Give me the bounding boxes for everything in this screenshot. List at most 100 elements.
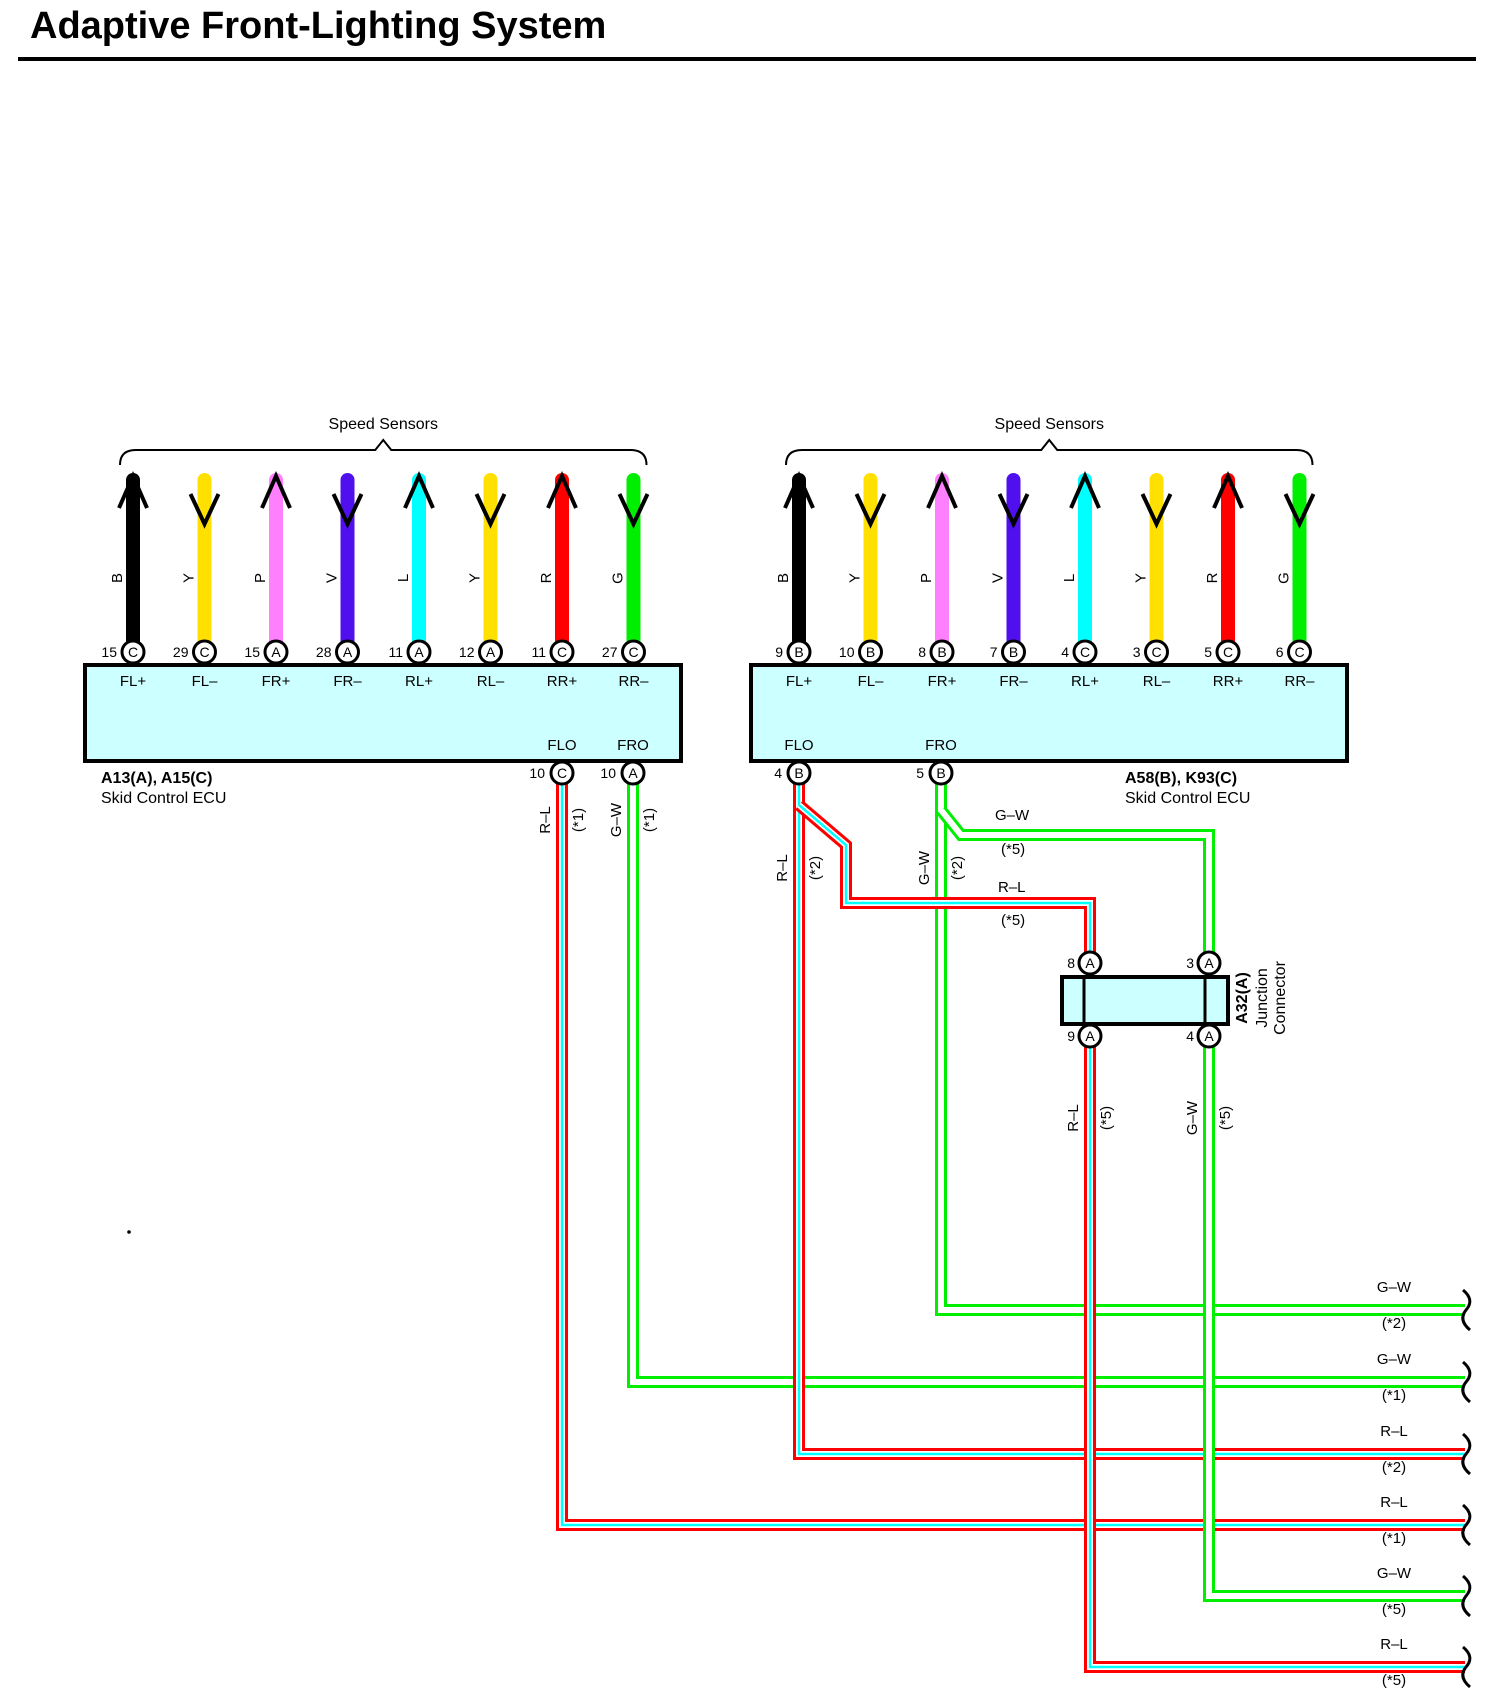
right-arrow-up-0: [783, 471, 815, 509]
left-out-pin-0: 10: [529, 765, 545, 781]
left-wire-color-5: Y: [467, 573, 484, 583]
right-terminal-4-letter: C: [1080, 644, 1090, 660]
wire-right-fro: [935, 773, 1465, 1316]
right-out-terminal-0: [786, 760, 812, 786]
right-pin-6: 5: [1204, 644, 1212, 660]
right-arrow-down-3: [997, 493, 1030, 529]
left-arrow-up-4: [403, 471, 435, 509]
right-terminal-5: [1144, 639, 1169, 665]
junction-out-note-1: (*5): [1217, 1106, 1234, 1130]
junction-bottom-terminal-1: [1196, 1023, 1222, 1049]
junction-bottom-pin-0: 9: [1067, 1028, 1075, 1044]
title-rule: [18, 57, 1476, 61]
right-pin-5: 3: [1133, 644, 1141, 660]
branch-rl-note: (*5): [1001, 912, 1025, 929]
exit-wire-0: G–W: [1377, 1279, 1412, 1296]
stray-dot: [127, 1230, 131, 1234]
exit-note-5: (*5): [1382, 1672, 1406, 1689]
left-terminal-5: [478, 639, 503, 665]
right-pin-4: 4: [1061, 644, 1069, 660]
right-group-label: Speed Sensors: [995, 416, 1104, 433]
junction-out-wire-1: G–W: [1184, 1100, 1201, 1135]
left-wire-color-4: L: [395, 574, 412, 582]
left-wire-color-1: Y: [181, 573, 198, 583]
exit-note-3: (*1): [1382, 1530, 1406, 1547]
left-arrow-up-2: [260, 471, 292, 509]
right-terminal-2-letter: B: [937, 644, 946, 660]
right-arrow-down-5: [1140, 493, 1173, 529]
exit-note-1: (*1): [1382, 1387, 1406, 1404]
right-out-note-1: (*2): [949, 856, 966, 880]
right-ecu-desc: Skid Control ECU: [1125, 790, 1250, 807]
left-out-label-0: FLO: [547, 737, 576, 754]
right-terminal-5-letter: C: [1151, 644, 1161, 660]
right-pin-7: 6: [1276, 644, 1284, 660]
wire-left-fro: [627, 773, 1465, 1388]
left-terminal-4-letter: A: [414, 644, 424, 660]
harness-wires: [556, 773, 1465, 1673]
exit-wire-5: R–L: [1380, 1636, 1408, 1653]
left-terminal-label-2: FR+: [262, 673, 291, 690]
left-ecu-name: A13(A), A15(C): [101, 770, 212, 787]
exit-note-4: (*5): [1382, 1601, 1406, 1618]
left-terminal-0-letter: C: [128, 644, 138, 660]
left-terminal-2: [263, 639, 289, 665]
left-brace: [119, 438, 648, 466]
exit-note-2: (*2): [1382, 1459, 1406, 1476]
left-terminal-label-5: RL–: [477, 673, 505, 690]
right-terminal-0: [786, 639, 812, 665]
junction-out-note-0: (*5): [1098, 1106, 1115, 1130]
right-terminal-3: [1001, 639, 1026, 665]
left-terminal-label-7: RR–: [618, 673, 649, 690]
right-wire-color-2: P: [918, 573, 935, 583]
right-terminal-label-7: RR–: [1284, 673, 1315, 690]
exit-break-3: [1461, 1503, 1472, 1547]
left-wire-color-0: B: [109, 573, 126, 583]
left-terminal-6-letter: C: [557, 644, 567, 660]
junction-desc2: Connector: [1272, 960, 1289, 1034]
junction-top-terminal-0-letter: A: [1085, 955, 1095, 971]
right-terminal-label-0: FL+: [786, 673, 813, 690]
right-out-wire-0: R–L: [774, 854, 791, 882]
exit-wire-3: R–L: [1380, 1494, 1408, 1511]
left-pin-3: 28: [316, 644, 332, 660]
branch-gw-note: (*5): [1001, 841, 1025, 858]
left-terminal-1: [192, 639, 217, 665]
junction-top-terminal-0: [1077, 950, 1103, 976]
wire-left-fro-outer: [627, 773, 1465, 1388]
right-pin-2: 8: [918, 644, 926, 660]
wire-right-flo-gap: [796, 773, 1465, 1457]
left-terminal-label-0: FL+: [120, 673, 147, 690]
junction-out-wire-0: R–L: [1065, 1104, 1082, 1132]
left-pin-5: 12: [459, 644, 475, 660]
left-terminal-label-1: FL–: [192, 673, 219, 690]
right-wire-color-3: V: [990, 573, 1007, 583]
left-out-terminal-1: [620, 760, 646, 786]
left-terminal-5-letter: A: [486, 644, 496, 660]
left-terminal-3-letter: A: [343, 644, 353, 660]
left-out-note-0: (*1): [570, 808, 587, 832]
wire-left-fro-gap: [630, 773, 1465, 1385]
junction-bottom-terminal-1-letter: A: [1204, 1028, 1214, 1044]
right-ecu-name: A58(B), K93(C): [1125, 770, 1237, 787]
wire-junction-gw: [1203, 1040, 1465, 1602]
branch-rl-wire: R–L: [998, 879, 1026, 896]
wire-junction-gw-outer: [1203, 1040, 1465, 1602]
right-arrow-up-4: [1069, 471, 1101, 509]
right-arrow-up-2: [926, 471, 958, 509]
left-pin-7: 27: [602, 644, 618, 660]
right-wire-color-1: Y: [847, 573, 864, 583]
right-out-label-1: FRO: [925, 737, 957, 754]
left-wire-color-6: R: [538, 572, 555, 583]
exit-break-0: [1461, 1288, 1472, 1332]
left-pin-1: 29: [173, 644, 189, 660]
right-out-terminal-1-letter: B: [936, 765, 945, 781]
wire-right-fro-stripe: [939, 773, 1465, 1312]
right-brace: [785, 438, 1314, 466]
junction-bottom-terminal-0: [1077, 1023, 1103, 1049]
right-terminal-2: [929, 639, 955, 665]
left-terminal-7-letter: C: [628, 644, 638, 660]
left-ecu-box: [83, 663, 683, 763]
junction-bottom-pin-1: 4: [1186, 1028, 1194, 1044]
